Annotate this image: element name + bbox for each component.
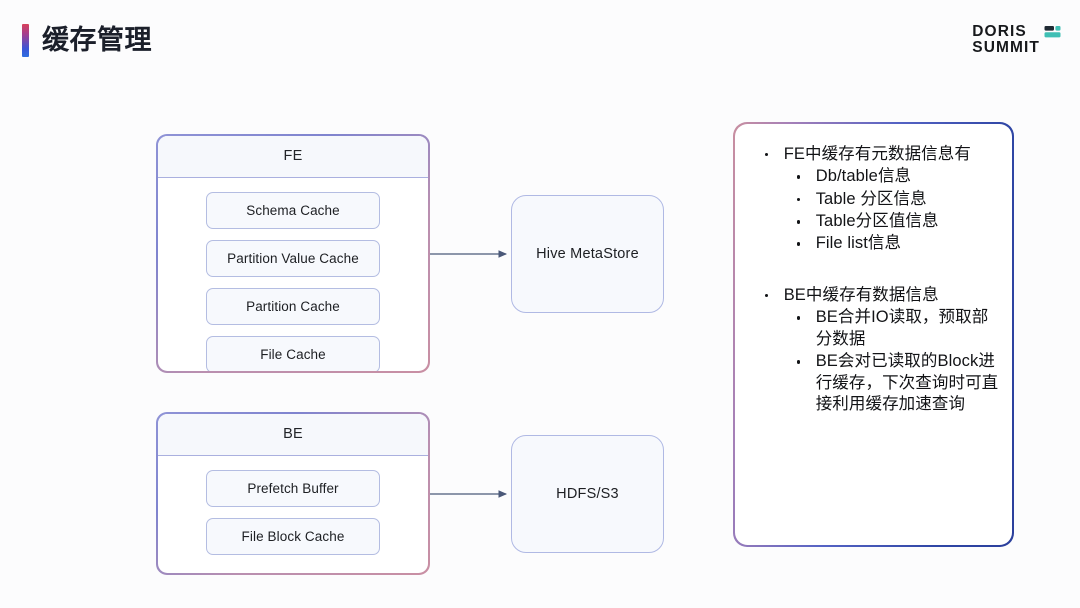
store-box-hive-metastore[interactable]: Hive MetaStore — [511, 195, 664, 313]
cache-chip-prefetch-buffer[interactable]: Prefetch Buffer — [206, 469, 380, 507]
store-label-hdfs-s3: HDFS/S3 — [556, 486, 619, 502]
arrow-fe-to-hive-metastore — [430, 250, 508, 258]
cache-chip-partition-cache[interactable]: Partition Cache — [206, 287, 380, 325]
note-sub-item: Table分区值信息 — [793, 211, 999, 232]
cache-chip-file-block-cache[interactable]: File Block Cache — [206, 517, 380, 555]
brand-line-summit: SUMMIT — [972, 39, 1040, 57]
doris-summit-mark-icon — [1043, 25, 1062, 44]
cache-chip-label: File Block Cache — [241, 528, 345, 544]
brand-logo: DORIS SUMMIT — [972, 23, 1062, 57]
group-box-fe[interactable]: FE Schema Cache Partition Value Cache Pa… — [156, 134, 430, 373]
brand-line-doris: DORIS — [972, 23, 1027, 40]
group-inner-fe: FE Schema Cache Partition Value Cache Pa… — [157, 135, 429, 372]
brand-wordmark: DORIS SUMMIT — [972, 23, 1040, 57]
note-list-be-top: BE中缓存有数据信息 — [749, 285, 999, 306]
notes-panel-inner: FE中缓存有元数据信息有 Db/table信息 Table 分区信息 Table… — [734, 123, 1013, 546]
slide-header: 缓存管理 DORIS SUMMIT — [0, 0, 1080, 92]
note-block-fe: FE中缓存有元数据信息有 Db/table信息 Table 分区信息 Table… — [749, 144, 999, 255]
cache-chip-label: Schema Cache — [246, 202, 340, 218]
note-heading-fe: FE中缓存有元数据信息有 — [761, 144, 999, 165]
store-box-hdfs-s3[interactable]: HDFS/S3 — [511, 435, 664, 553]
group-header-be: BE — [157, 413, 429, 456]
store-label-hive-metastore: Hive MetaStore — [536, 246, 639, 262]
page-title-group: 缓存管理 — [22, 24, 152, 57]
note-list-fe-top: FE中缓存有元数据信息有 — [749, 144, 999, 165]
cache-chip-label: Partition Cache — [246, 298, 340, 314]
cache-chip-label: Partition Value Cache — [227, 250, 359, 266]
note-sub-item: Table 分区信息 — [793, 189, 999, 210]
cache-chip-label: File Cache — [260, 346, 326, 362]
group-header-fe: FE — [157, 135, 429, 178]
cache-chip-file-cache[interactable]: File Cache — [206, 335, 380, 372]
group-title-fe: FE — [283, 148, 303, 165]
notes-panel: FE中缓存有元数据信息有 Db/table信息 Table 分区信息 Table… — [733, 122, 1014, 547]
note-sub-item: BE合并IO读取，预取部分数据 — [793, 307, 999, 350]
group-title-be: BE — [283, 426, 303, 443]
note-block-be: BE中缓存有数据信息 BE合并IO读取，预取部分数据 BE会对已读取的Block… — [749, 285, 999, 416]
group-body-fe: Schema Cache Partition Value Cache Parti… — [158, 178, 429, 372]
cache-chip-label: Prefetch Buffer — [247, 480, 339, 496]
group-inner-be: BE Prefetch Buffer File Block Cache — [157, 413, 429, 574]
arrow-be-to-hdfs-s3 — [430, 490, 508, 498]
note-sub-item: BE会对已读取的Block进行缓存，下次查询时可直接利用缓存加速查询 — [793, 351, 999, 415]
note-list-be-sub: BE合并IO读取，预取部分数据 BE会对已读取的Block进行缓存，下次查询时可… — [749, 307, 999, 415]
cache-chip-schema-cache[interactable]: Schema Cache — [206, 191, 380, 229]
note-sub-item: Db/table信息 — [793, 166, 999, 187]
note-heading-be: BE中缓存有数据信息 — [761, 285, 999, 306]
group-box-be[interactable]: BE Prefetch Buffer File Block Cache — [156, 412, 430, 575]
cache-chip-partition-value-cache[interactable]: Partition Value Cache — [206, 239, 380, 277]
note-sub-item: File list信息 — [793, 233, 999, 254]
title-accent-bar — [22, 24, 29, 57]
group-body-be: Prefetch Buffer File Block Cache — [158, 456, 429, 574]
page-title: 缓存管理 — [42, 25, 152, 55]
note-list-fe-sub: Db/table信息 Table 分区信息 Table分区值信息 File li… — [749, 166, 999, 255]
